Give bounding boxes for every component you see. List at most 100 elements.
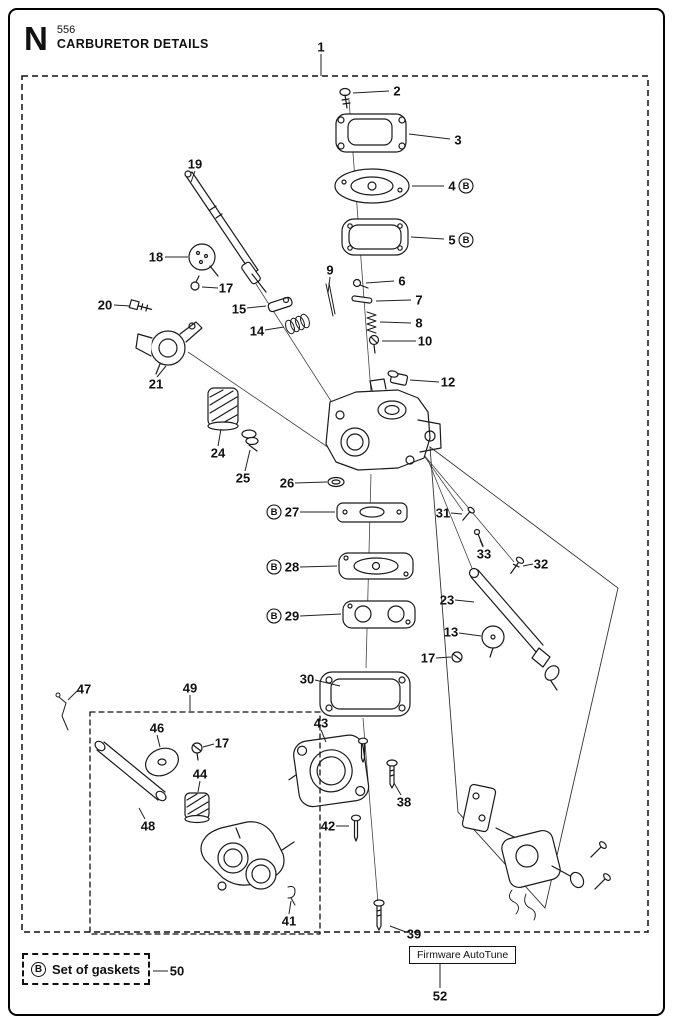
callout-2: 2 bbox=[352, 84, 401, 99]
callout-44: 44 bbox=[193, 767, 208, 793]
svg-text:44: 44 bbox=[193, 767, 208, 782]
svg-text:27: 27 bbox=[285, 505, 299, 520]
part-fuel-hose-23 bbox=[468, 567, 560, 691]
svg-text:12: 12 bbox=[441, 375, 455, 390]
circled-b-badge: B bbox=[31, 961, 46, 977]
callout-52: 52 bbox=[433, 964, 447, 1004]
part-screw-2 bbox=[339, 87, 351, 109]
callout-27: 27B bbox=[266, 504, 335, 520]
callout-6: 6 bbox=[365, 274, 406, 289]
part-screw-31 bbox=[462, 506, 475, 521]
svg-text:2: 2 bbox=[393, 84, 400, 99]
part-lever-15 bbox=[267, 296, 293, 313]
svg-text:17: 17 bbox=[421, 651, 435, 666]
part-ring-26 bbox=[327, 476, 345, 488]
part-clip-41 bbox=[287, 886, 296, 906]
part-clip-17-left bbox=[190, 275, 200, 291]
svg-text:33: 33 bbox=[477, 547, 491, 562]
callout-24: 24 bbox=[211, 428, 226, 461]
svg-text:23: 23 bbox=[440, 593, 454, 608]
part-disc-46 bbox=[145, 747, 179, 777]
part-throttle-body-49 bbox=[200, 821, 295, 891]
part-throttle-rod-19 bbox=[184, 170, 267, 293]
svg-text:9: 9 bbox=[326, 263, 333, 278]
svg-text:48: 48 bbox=[141, 819, 155, 834]
callout-43: 43 bbox=[314, 716, 328, 743]
part-pin-7 bbox=[351, 295, 373, 304]
section-letter: N bbox=[24, 20, 48, 57]
part-filter-44 bbox=[184, 792, 210, 824]
model-number: 556 bbox=[56, 24, 76, 36]
part-elbow-body-21 bbox=[135, 321, 203, 375]
svg-text:41: 41 bbox=[282, 914, 296, 929]
autotune-frame-outline bbox=[429, 446, 619, 909]
svg-text:21: 21 bbox=[149, 377, 163, 392]
svg-text:19: 19 bbox=[188, 157, 202, 172]
svg-text:1: 1 bbox=[317, 40, 324, 55]
set-of-gaskets-box: B Set of gaskets bbox=[22, 953, 150, 985]
callout-41: 41 bbox=[282, 900, 296, 929]
svg-text:17: 17 bbox=[215, 736, 229, 751]
part-gasket-5 bbox=[341, 218, 409, 256]
part-flange-43 bbox=[288, 734, 370, 808]
subassembly-dashed-box-49 bbox=[89, 711, 321, 935]
diagram-dashed-frame bbox=[21, 75, 649, 933]
part-needle-9 bbox=[325, 282, 336, 317]
callout-9: 9 bbox=[326, 263, 334, 294]
part-disc-13 bbox=[481, 625, 505, 658]
part-disc-18 bbox=[188, 243, 219, 277]
callout-3: 3 bbox=[408, 133, 462, 148]
callout-26: 26 bbox=[280, 476, 328, 491]
svg-text:20: 20 bbox=[98, 298, 112, 313]
svg-text:8: 8 bbox=[415, 316, 422, 331]
callout-17: 17 bbox=[201, 281, 233, 296]
part-gasket-27 bbox=[336, 502, 408, 523]
svg-text:15: 15 bbox=[232, 302, 246, 317]
callout-18: 18 bbox=[149, 250, 188, 265]
callout-12: 12 bbox=[409, 375, 455, 390]
callout-15: 15 bbox=[232, 302, 267, 317]
svg-text:18: 18 bbox=[149, 250, 163, 265]
svg-text:47: 47 bbox=[77, 682, 91, 697]
part-screw-38 bbox=[386, 759, 398, 789]
callout-8: 8 bbox=[379, 316, 423, 331]
svg-text:39: 39 bbox=[407, 927, 421, 942]
part-pump-cover-30 bbox=[319, 671, 411, 717]
page-title: CARBURETOR DETAILS bbox=[56, 37, 209, 52]
svg-text:3: 3 bbox=[454, 133, 461, 148]
callout-49: 49 bbox=[183, 681, 197, 711]
callout-13: 13 bbox=[444, 625, 482, 640]
callout-1: 1 bbox=[317, 40, 325, 76]
svg-text:46: 46 bbox=[150, 721, 164, 736]
svg-text:24: 24 bbox=[211, 446, 226, 461]
callout-23: 23 bbox=[440, 593, 475, 608]
svg-text:10: 10 bbox=[418, 334, 432, 349]
part-clip-6 bbox=[352, 278, 369, 289]
callout-7: 7 bbox=[375, 293, 423, 308]
svg-text:B: B bbox=[463, 181, 470, 192]
svg-text:6: 6 bbox=[398, 274, 405, 289]
svg-text:4: 4 bbox=[448, 179, 456, 194]
part-valve-stack-25 bbox=[241, 429, 259, 452]
callout-48: 48 bbox=[138, 807, 155, 834]
part-carburetor-body bbox=[325, 378, 442, 471]
svg-text:38: 38 bbox=[397, 795, 411, 810]
firmware-autotune-box: Firmware AutoTune bbox=[409, 946, 517, 964]
svg-text:49: 49 bbox=[183, 681, 197, 696]
part-gasket-29 bbox=[342, 600, 416, 629]
svg-text:25: 25 bbox=[236, 471, 250, 486]
part-tube-48 bbox=[94, 740, 167, 802]
svg-text:31: 31 bbox=[436, 506, 450, 521]
callout-19: 19 bbox=[188, 157, 202, 183]
callout-46: 46 bbox=[150, 721, 164, 748]
svg-text:52: 52 bbox=[433, 989, 447, 1004]
set-of-gaskets-label: Set of gaskets bbox=[52, 961, 141, 977]
svg-text:17: 17 bbox=[219, 281, 233, 296]
callout-32: 32 bbox=[522, 557, 548, 572]
callout-29: 29B bbox=[266, 608, 342, 624]
svg-text:5: 5 bbox=[448, 233, 455, 248]
part-metering-cover-3 bbox=[335, 113, 407, 153]
svg-text:14: 14 bbox=[250, 324, 265, 339]
